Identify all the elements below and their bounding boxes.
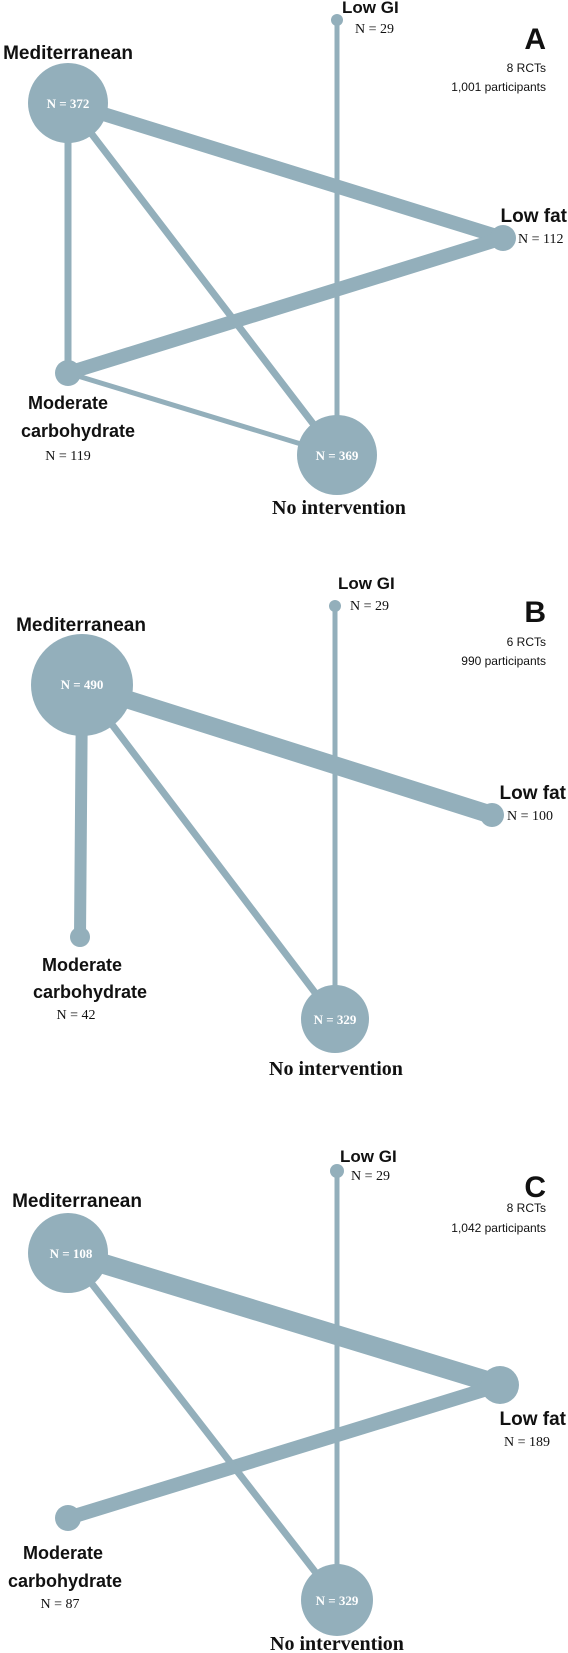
no-intervention-n-label: N = 329 — [316, 1593, 359, 1608]
mediterranean-n-label: N = 108 — [50, 1246, 93, 1261]
low-gi-label: Low GI — [342, 0, 399, 17]
mediterranean-label: Mediterranean — [3, 43, 133, 64]
moderate-carb-n-label: N = 87 — [40, 1597, 79, 1612]
node-mediterranean — [28, 1213, 108, 1293]
node-low-gi — [331, 14, 343, 26]
participant-count: 1,001 participants — [451, 80, 546, 94]
low-gi-n-label: N = 29 — [350, 599, 389, 614]
edge-mediterranean-lowfat — [73, 676, 501, 824]
panel-a: N = 372 N = 369 Mediterranean Low GI N =… — [3, 0, 568, 519]
participant-count: 990 participants — [461, 654, 546, 668]
rct-count: 8 RCTs — [507, 61, 546, 75]
low-fat-n-label: N = 112 — [518, 232, 564, 247]
edge-mediterranean-nointervention — [64, 99, 341, 459]
edge-moderatecarb-lowfat — [61, 1378, 507, 1525]
no-intervention-n-label: N = 369 — [316, 448, 359, 463]
no-intervention-label: No intervention — [269, 1058, 403, 1080]
edge-moderatecarb-nointervention — [65, 370, 340, 458]
node-no-intervention — [297, 415, 377, 495]
moderate-carb-n-label: N = 119 — [45, 449, 91, 464]
panel-letter: A — [524, 23, 546, 56]
low-fat-label: Low fat — [500, 1409, 567, 1430]
participant-count: 1,042 participants — [451, 1221, 546, 1235]
mediterranean-n-label: N = 490 — [61, 677, 104, 692]
node-mediterranean — [31, 634, 133, 736]
no-intervention-label: No intervention — [272, 497, 406, 519]
edge-moderatecarb-lowfat — [61, 231, 510, 380]
node-low-gi — [330, 1164, 344, 1178]
node-no-intervention — [301, 1564, 373, 1636]
no-intervention-label: No intervention — [270, 1633, 404, 1653]
node-mediterranean — [28, 63, 108, 143]
rct-count: 8 RCTs — [507, 1201, 546, 1215]
panel-letter: B — [524, 596, 546, 629]
rct-count: 6 RCTs — [507, 635, 546, 649]
panel-c: N = 108 N = 329 Mediterranean Low GI N =… — [8, 1147, 567, 1653]
mediterranean-label: Mediterranean — [16, 615, 146, 636]
node-low-gi — [329, 600, 341, 612]
node-moderate-carb — [55, 360, 81, 386]
moderate-carb-label-line2: carbohydrate — [8, 1571, 122, 1591]
node-low-fat — [481, 1366, 519, 1404]
moderate-carb-n-label: N = 42 — [56, 1008, 95, 1023]
low-fat-n-label: N = 100 — [507, 809, 553, 824]
node-low-fat — [490, 225, 516, 251]
mediterranean-n-label: N = 372 — [47, 96, 90, 111]
low-gi-label: Low GI — [340, 1147, 397, 1166]
node-moderate-carb — [70, 927, 90, 947]
moderate-carb-label-line1: Moderate — [28, 393, 108, 413]
node-low-fat — [480, 803, 504, 827]
mediterranean-label: Mediterranean — [12, 1191, 142, 1212]
low-fat-label: Low fat — [500, 783, 567, 804]
moderate-carb-label-line2: carbohydrate — [33, 982, 147, 1002]
low-gi-label: Low GI — [338, 574, 395, 593]
edge-mediterranean-lowfat — [61, 96, 510, 245]
edge-mediterranean-lowfat — [58, 1243, 510, 1395]
low-fat-label: Low fat — [501, 206, 568, 227]
edge-mediterranean-nointervention — [78, 681, 339, 1023]
moderate-carb-label-line2: carbohydrate — [21, 421, 135, 441]
panel-b: N = 490 N = 329 Mediterranean Low GI N =… — [16, 574, 567, 1080]
node-no-intervention — [301, 985, 369, 1053]
low-gi-n-label: N = 29 — [355, 22, 394, 37]
low-gi-n-label: N = 29 — [351, 1169, 390, 1184]
moderate-carb-label-line1: Moderate — [23, 1543, 103, 1563]
no-intervention-n-label: N = 329 — [314, 1012, 357, 1027]
panel-letter: C — [524, 1171, 546, 1204]
moderate-carb-label-line1: Moderate — [42, 955, 122, 975]
node-moderate-carb — [55, 1505, 81, 1531]
edge-mediterranean-nointervention — [64, 1249, 341, 1604]
low-fat-n-label: N = 189 — [504, 1435, 550, 1450]
